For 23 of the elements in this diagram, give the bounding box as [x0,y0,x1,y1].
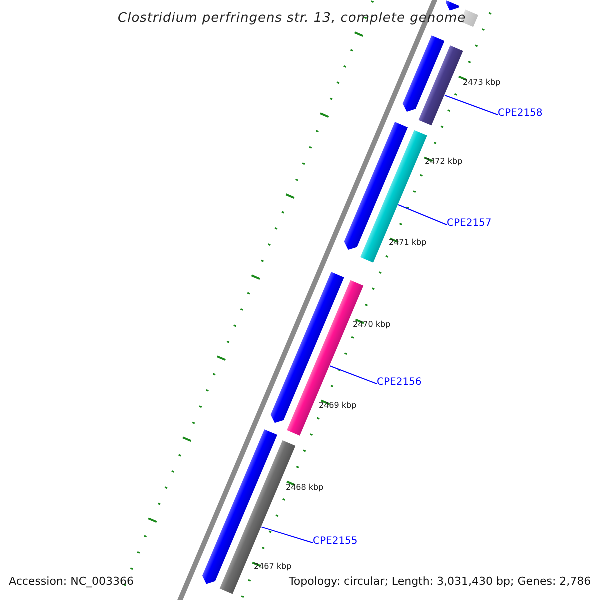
leader-line [444,95,498,116]
genome-summary: Topology: circular; Length: 3,031,430 bp; Genes: 2,786 [289,575,592,589]
scale-label: 2470 kbp [353,319,391,331]
gene-label: CPE2155 [313,536,358,548]
gene-feature [402,36,445,112]
gene-label: CPE2156 [377,377,422,389]
scale-label: 2469 kbp [319,400,357,412]
title: Clostridium perfringens str. 13, complete genome [118,11,466,27]
gene-feature [270,272,344,424]
gene-feature [344,122,408,250]
leader-line [330,366,378,384]
gene-label: CPE2157 [447,218,492,230]
gene-label: CPE2158 [498,108,543,120]
leader-line [398,204,448,226]
scale-label: 2473 kbp [463,77,501,89]
scale-label: 2472 kbp [425,156,463,168]
scale-label: 2468 kbp [286,482,324,494]
gene-feature [202,430,278,584]
gene-feature [446,0,460,11]
scale-label: 2471 kbp [389,237,427,249]
scale-label: 2467 kbp [254,561,292,573]
leader-line [261,526,314,544]
accession-label: Accession: NC_003366 [9,575,134,589]
